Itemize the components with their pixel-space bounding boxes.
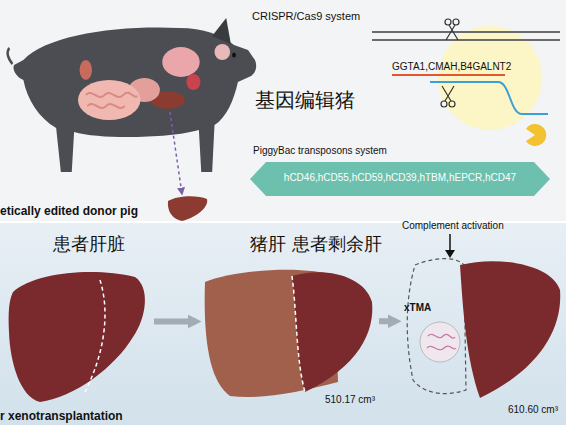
pig-ear — [212, 18, 231, 44]
bottom-panel — [0, 222, 566, 425]
flow-arrow — [154, 319, 196, 325]
flow-arrow — [379, 318, 396, 324]
dna-strand — [372, 31, 560, 33]
pig-illustration — [8, 18, 256, 172]
outline-shape — [427, 334, 456, 349]
dna-strand — [372, 39, 560, 41]
liver-heading: 患者肝脏 — [53, 234, 125, 256]
liver-node: 猪肝患者剩余肝510.17 cm³ — [200, 232, 375, 412]
section-heading: 基因编辑猪 — [255, 88, 355, 112]
node-outline — [400, 218, 564, 423]
node-outline — [5, 232, 150, 410]
intestine-coils — [86, 93, 137, 108]
liver-node: 患者肝脏 — [5, 232, 150, 410]
pig-tail — [8, 48, 13, 64]
dna-strand-blue — [430, 82, 548, 114]
liver-heading: 患者剩余肝 — [292, 234, 382, 256]
outline-shape — [449, 234, 451, 252]
outline-shape — [460, 261, 560, 398]
transposase-symbol — [526, 124, 546, 146]
gene-band: hCD46,hCD55,hCD59,hCD39,hTBM,hEPCR,hCD47 — [250, 162, 550, 196]
liver-heading: 猪肝 — [250, 234, 286, 256]
pig-eye — [232, 53, 236, 58]
brain — [214, 44, 230, 60]
outline-shape — [250, 162, 550, 196]
outline-shape — [9, 272, 145, 402]
guide-rna — [392, 74, 505, 76]
method-label: PiggyBac transposons system — [253, 145, 387, 157]
scissors-symbol — [445, 19, 459, 40]
volume-value: 510.17 cm³ — [325, 394, 375, 406]
panel-caption: etically edited donor pig — [0, 204, 138, 218]
intestine — [78, 80, 140, 120]
outline-shape — [292, 276, 305, 392]
outline-shape — [445, 250, 455, 258]
outline-shape — [407, 259, 466, 394]
top-background — [0, 0, 566, 222]
outline-shape — [292, 272, 372, 392]
donor-liver — [168, 196, 207, 221]
heart — [186, 74, 200, 90]
outline-shape — [420, 322, 460, 362]
panel-caption: r xenotransplantation — [0, 409, 123, 423]
pig-body — [13, 27, 256, 172]
dashed-arrow — [170, 112, 182, 194]
kidney — [80, 60, 92, 80]
scissors-symbol — [441, 86, 455, 107]
method-label: CRISPR/Cas9 system — [252, 10, 360, 23]
lung — [162, 47, 199, 77]
annotation: xTMA — [404, 302, 431, 314]
annotation: Complement activation — [402, 220, 504, 232]
node-outline — [200, 232, 375, 412]
liver-node: Complement activation xTMA 610.60 cm³ — [400, 218, 564, 423]
gene-list: hCD46,hCD55,hCD59,hCD39,hTBM,hEPCR,hCD47 — [250, 172, 550, 184]
outline-shape — [85, 280, 105, 392]
gene-label: GGTA1,CMAH,B4GALNT2 — [392, 61, 511, 73]
volume-value: 610.60 cm³ — [508, 404, 558, 416]
